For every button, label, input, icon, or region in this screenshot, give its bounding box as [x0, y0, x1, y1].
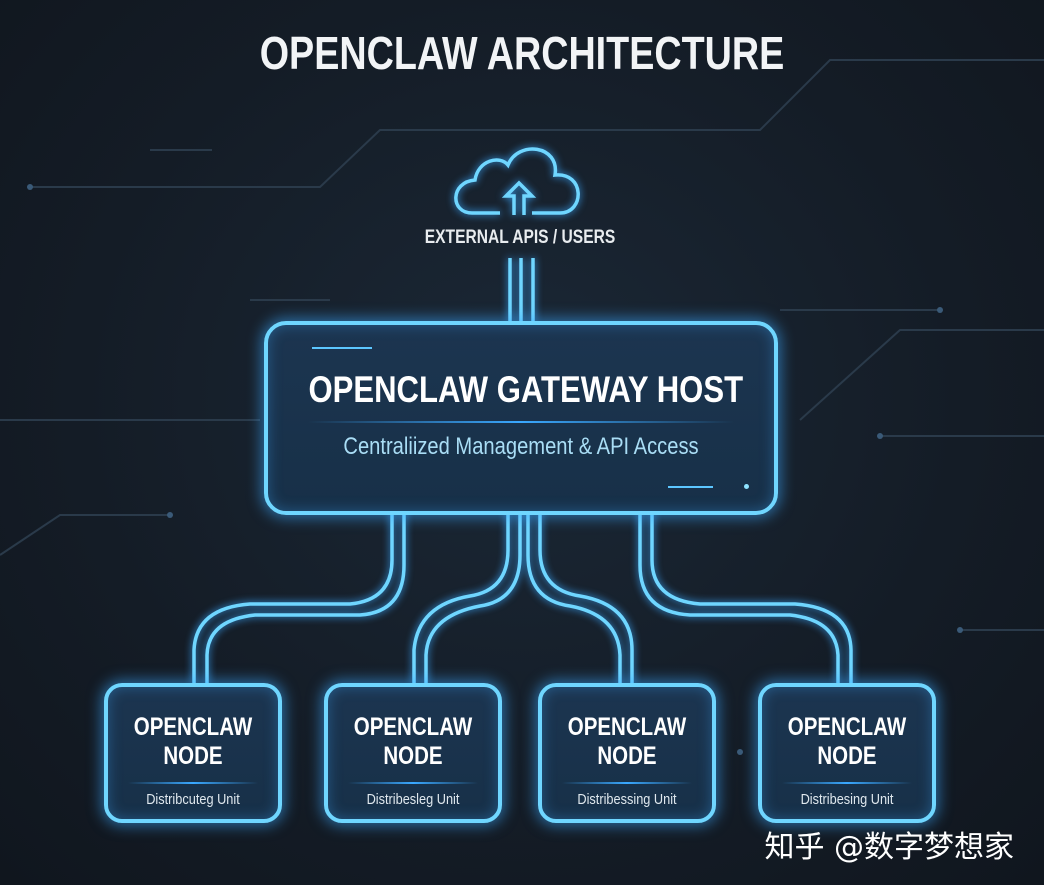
- node-connector-4: [638, 510, 853, 684]
- node-connector-3: [526, 510, 634, 684]
- external-apis-label: EXTERNAL APIS / USERS: [424, 227, 616, 248]
- accent-dot: [744, 484, 749, 489]
- divider: [128, 782, 258, 784]
- gateway-title: OPENCLAW GATEWAY HOST: [308, 369, 744, 410]
- accent-bar: [312, 347, 372, 349]
- gateway-host-box: OPENCLAW GATEWAY HOST Centraliized Manag…: [264, 321, 778, 515]
- node-connector-2: [412, 510, 522, 684]
- accent-bar: [668, 486, 713, 488]
- divider: [308, 421, 734, 423]
- node-subtitle: Distribcuteg Unit: [146, 791, 240, 808]
- node-subtitle: Distribesleg Unit: [366, 791, 460, 808]
- cloud-upload-icon: [454, 147, 580, 215]
- node-subtitle: Distribessing Unit: [577, 791, 677, 808]
- diagram-title: OPENCLAW ARCHITECTURE: [259, 27, 785, 79]
- node-subtitle: Distribesing Unit: [800, 791, 894, 808]
- uplink-lines: [508, 258, 535, 322]
- circuit-decoration: [0, 59, 1044, 631]
- divider: [562, 782, 692, 784]
- gateway-subtitle: Centraliized Management & API Access: [343, 433, 699, 460]
- divider: [782, 782, 912, 784]
- node-connector-1: [192, 510, 406, 684]
- watermark: 知乎 @数字梦想家: [764, 830, 1014, 865]
- divider: [348, 782, 478, 784]
